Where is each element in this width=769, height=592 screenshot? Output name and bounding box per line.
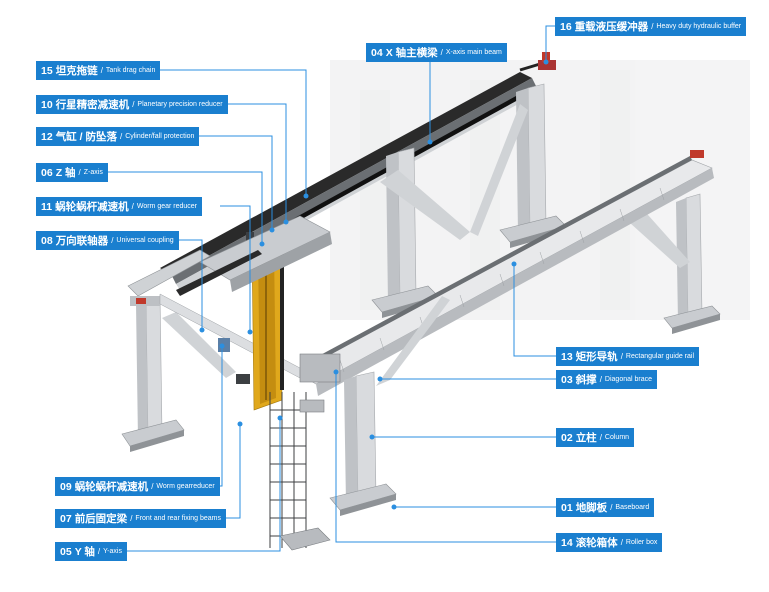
label-07-num: 07 bbox=[60, 512, 72, 525]
label-09-num: 09 bbox=[60, 480, 72, 493]
label-05-en: Y-axis bbox=[103, 548, 122, 555]
label-14: 14 滚轮箱体 / Roller box bbox=[556, 533, 663, 552]
label-13-num: 13 bbox=[561, 350, 573, 363]
front-column bbox=[329, 296, 450, 516]
rail-buffer-icon bbox=[690, 150, 704, 158]
label-03-en: Diagonal brace bbox=[604, 376, 653, 383]
label-15-en: Tank drag chain bbox=[105, 67, 156, 74]
label-04-en: X-axis main beam bbox=[445, 49, 502, 56]
label-04: 04 X 轴主横梁 / X-axis main beam bbox=[366, 43, 507, 62]
label-12-num: 12 bbox=[41, 130, 53, 143]
label-01: 01 地脚板 / Baseboard bbox=[556, 498, 655, 517]
label-07-cn: 前后固定梁 bbox=[74, 513, 128, 525]
front-block bbox=[236, 374, 250, 384]
label-12: 12 气缸 / 防坠落 / Cylinder/fall protection bbox=[36, 127, 200, 146]
label-13-cn: 矩形导轨 bbox=[575, 351, 618, 363]
label-15-num: 15 bbox=[41, 64, 53, 77]
drag-chain-end bbox=[519, 62, 541, 72]
label-05: 05 Y 轴 / Y-axis bbox=[55, 542, 127, 561]
label-07: 07 前后固定梁 / Front and rear fixing beams bbox=[55, 509, 227, 528]
label-05-cn: Y 轴 bbox=[74, 546, 95, 558]
label-10-num: 10 bbox=[41, 98, 53, 111]
label-16-num: 16 bbox=[560, 20, 572, 33]
label-02-en: Column bbox=[604, 434, 630, 441]
y-axis-beam bbox=[176, 215, 332, 296]
label-06-cn: Z 轴 bbox=[55, 167, 76, 179]
label-11: 11 蜗轮蜗杆减速机 / Worm gear reducer bbox=[36, 197, 203, 216]
label-09-cn: 蜗轮蜗杆减速机 bbox=[74, 481, 149, 493]
label-02-cn: 立柱 bbox=[575, 432, 597, 444]
label-09-en: Worm gearreducer bbox=[156, 483, 215, 490]
label-11-num: 11 bbox=[41, 200, 53, 213]
label-08-num: 08 bbox=[41, 234, 53, 247]
label-02: 02 立柱 / Column bbox=[556, 428, 635, 447]
label-10: 10 行星精密减速机 / Planetary precision reducer bbox=[36, 95, 228, 114]
label-01-cn: 地脚板 bbox=[575, 502, 608, 514]
label-01-en: Baseboard bbox=[615, 504, 650, 511]
label-03-cn: 斜撑 bbox=[575, 374, 597, 386]
label-11-cn: 蜗轮蜗杆减速机 bbox=[55, 201, 129, 213]
label-03-num: 03 bbox=[561, 373, 573, 386]
right-far-column bbox=[620, 193, 721, 334]
label-11-en: Worm gear reducer bbox=[136, 203, 198, 210]
label-15-cn: 坦克拖链 bbox=[55, 65, 98, 77]
label-13-en: Rectangular guide rail bbox=[625, 353, 695, 360]
label-12-cn: 气缸 / 防坠落 bbox=[55, 131, 117, 143]
label-03: 03 斜撑 / Diagonal brace bbox=[556, 370, 658, 389]
label-14-cn: 滚轮箱体 bbox=[575, 537, 618, 549]
z-axis-assembly bbox=[246, 232, 284, 411]
label-14-num: 14 bbox=[561, 536, 573, 549]
ladder-cage bbox=[269, 392, 307, 548]
label-08-cn: 万向联轴器 bbox=[55, 235, 109, 247]
label-16-en: Heavy duty hydraulic buffer bbox=[656, 23, 742, 30]
label-13: 13 矩形导轨 / Rectangular guide rail bbox=[556, 347, 700, 366]
leader-lines bbox=[106, 25, 556, 552]
label-05-num: 05 bbox=[60, 545, 72, 558]
label-06-num: 06 bbox=[41, 166, 53, 179]
label-14-en: Roller box bbox=[625, 539, 658, 546]
label-08-en: Universal coupling bbox=[116, 237, 174, 244]
label-06: 06 Z 轴 / Z-axis bbox=[36, 163, 108, 182]
label-04-num: 04 bbox=[371, 46, 383, 59]
label-15: 15 坦克拖链 / Tank drag chain bbox=[36, 61, 161, 80]
label-16: 16 重载液压缓冲器 / Heavy duty hydraulic buffer bbox=[555, 17, 747, 36]
label-12-en: Cylinder/fall protection bbox=[125, 133, 195, 140]
label-07-en: Front and rear fixing beams bbox=[135, 515, 222, 522]
label-04-cn: X 轴主横梁 bbox=[385, 47, 438, 59]
label-06-en: Z-axis bbox=[83, 169, 103, 176]
gripper-base bbox=[279, 399, 331, 551]
label-09: 09 蜗轮蜗杆减速机 / Worm gearreducer bbox=[55, 477, 220, 496]
label-01-num: 01 bbox=[561, 501, 573, 514]
roller-box bbox=[299, 353, 341, 383]
back-columns bbox=[371, 83, 567, 318]
label-08: 08 万向联轴器 / Universal coupling bbox=[36, 231, 179, 250]
label-10-cn: 行星精密减速机 bbox=[55, 99, 130, 111]
label-16-cn: 重载液压缓冲器 bbox=[574, 21, 649, 33]
label-10-en: Planetary precision reducer bbox=[137, 101, 223, 108]
leader-dots bbox=[199, 59, 549, 510]
label-02-num: 02 bbox=[561, 431, 573, 444]
